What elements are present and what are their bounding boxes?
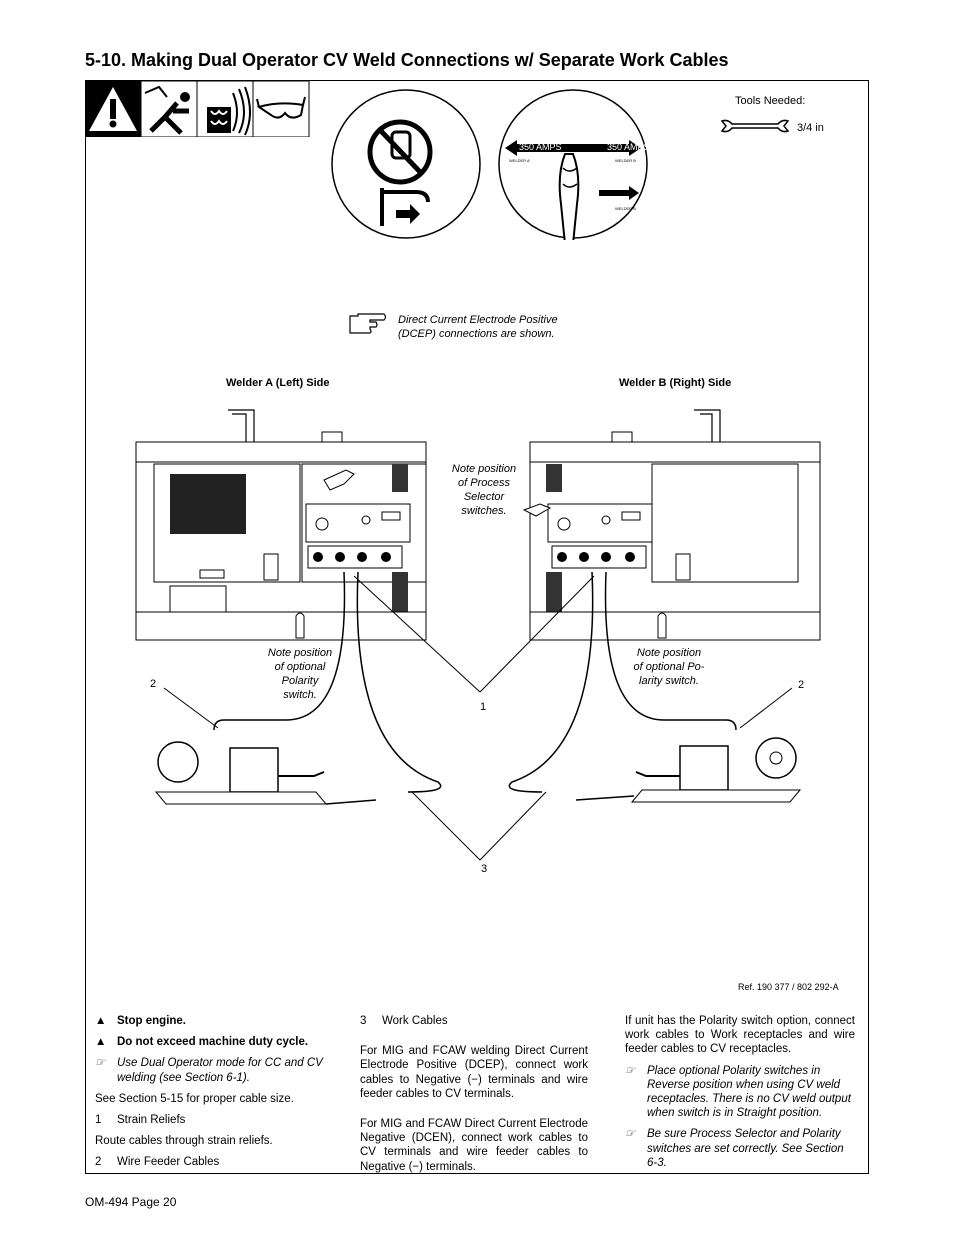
note-line: Note position [636, 647, 702, 659]
dcep-note-line2: (DCEP) connections are shown. [398, 328, 555, 340]
svg-text:350 AMPS: 350 AMPS [607, 142, 649, 152]
cable-size-text: See Section 5-15 for proper cable size. [95, 1092, 294, 1105]
note-hand-icon: ☞ [625, 1128, 636, 1141]
callout-1: 1 [480, 701, 487, 713]
route-text: Route cables through strain reliefs. [95, 1135, 273, 1148]
item-feeder-cables: Wire Feeder Cables [117, 1156, 220, 1169]
welder-b-label: Welder B (Right) Side [619, 377, 732, 389]
selector-check-note: Be sure Process Selector and Polarity sw… [647, 1128, 844, 1169]
dcen-paragraph: For MIG and FCAW Direct Current Electrod… [360, 1118, 588, 1173]
item-strain-reliefs: Strain Reliefs [117, 1114, 186, 1127]
welder-a-unit [135, 409, 427, 641]
dual-operator-note: Use Dual Operator mode for CC and CV wel… [117, 1057, 323, 1084]
wrench-icon [720, 119, 790, 133]
text-column-3: If unit has the Polarity switch option, … [625, 1014, 855, 1177]
process-selector-note: Note position of Process Selector switch… [446, 462, 522, 518]
warning-triangle-icon: ▲ [95, 1036, 107, 1049]
note-line: Selector [463, 491, 505, 503]
safety-icon-strip [85, 81, 310, 137]
figure-frame [85, 80, 869, 1174]
dcep-note: Direct Current Electrode Positive (DCEP)… [398, 313, 558, 341]
page-footer: OM-494 Page 20 [85, 1195, 177, 1209]
callout-3: 3 [481, 863, 488, 875]
note-line: of optional [274, 661, 326, 673]
polarity-option-paragraph: If unit has the Polarity switch option, … [625, 1015, 855, 1056]
welder-b-unit [522, 409, 821, 641]
note-line: Note position [267, 647, 333, 659]
polarity-note-right: Note position of optional Po- larity swi… [624, 646, 714, 688]
welder-a-label: Welder A (Left) Side [226, 377, 330, 389]
item-number: 1 [95, 1114, 102, 1127]
svg-text:350 AMPS: 350 AMPS [519, 142, 562, 152]
warning-triangle-icon: ▲ [95, 1015, 107, 1027]
dcep-note-line1: Direct Current Electrode Positive [398, 314, 558, 326]
warn-duty-cycle: Do not exceed machine duty cycle. [117, 1036, 309, 1049]
item-number: 3 [360, 1015, 367, 1027]
polarity-reverse-note: Place optional Polarity switches in Reve… [647, 1064, 851, 1120]
item-number: 2 [95, 1156, 102, 1169]
svg-text:WELDER A: WELDER A [509, 158, 530, 163]
note-hand-icon [349, 313, 387, 334]
item-work-cables: Work Cables [382, 1015, 448, 1027]
note-line: switch. [283, 689, 317, 701]
page-title: 5-10. Making Dual Operator CV Weld Conne… [85, 50, 729, 70]
note-hand-icon: ☞ [625, 1064, 636, 1077]
warn-stop-engine: Stop engine. [117, 1015, 186, 1027]
text-column-1: ▲ Stop engine. ▲ Do not exceed machine dut… [95, 1014, 340, 1177]
note-line: of optional Po- [633, 661, 705, 673]
svg-text:WELDER B: WELDER B [615, 158, 636, 163]
polarity-note-left: Note position of optional Polarity switc… [262, 646, 338, 702]
stop-engine-circle [331, 89, 481, 239]
text-column-2: 3 Work Cables For MIG and FCAW welding Di… [360, 1014, 588, 1181]
duty-cycle-circle: 350 AMPS 350 AMPS WELDER A WELDER B WELD… [498, 89, 649, 240]
note-line: larity switch. [639, 675, 699, 687]
connection-diagram [135, 409, 821, 861]
callout-2-left: 2 [150, 678, 157, 690]
wire-feeder-left [154, 741, 377, 805]
note-line: of Process [458, 477, 510, 489]
callout-2-right: 2 [798, 679, 805, 691]
tools-heading: Tools Needed: [735, 95, 806, 107]
note-line: switches. [461, 505, 507, 517]
ref-number: Ref. 190 377 / 802 292-A [738, 982, 839, 992]
note-line: Polarity [281, 675, 319, 687]
note-hand-icon: ☞ [95, 1057, 106, 1070]
wrench-size: 3/4 in [797, 122, 824, 134]
dcep-paragraph: For MIG and FCAW welding Direct Current … [360, 1045, 588, 1100]
svg-text:WELDER B: WELDER B [615, 206, 636, 211]
note-line: Note position [451, 463, 517, 475]
wire-feeder-right [575, 737, 802, 803]
